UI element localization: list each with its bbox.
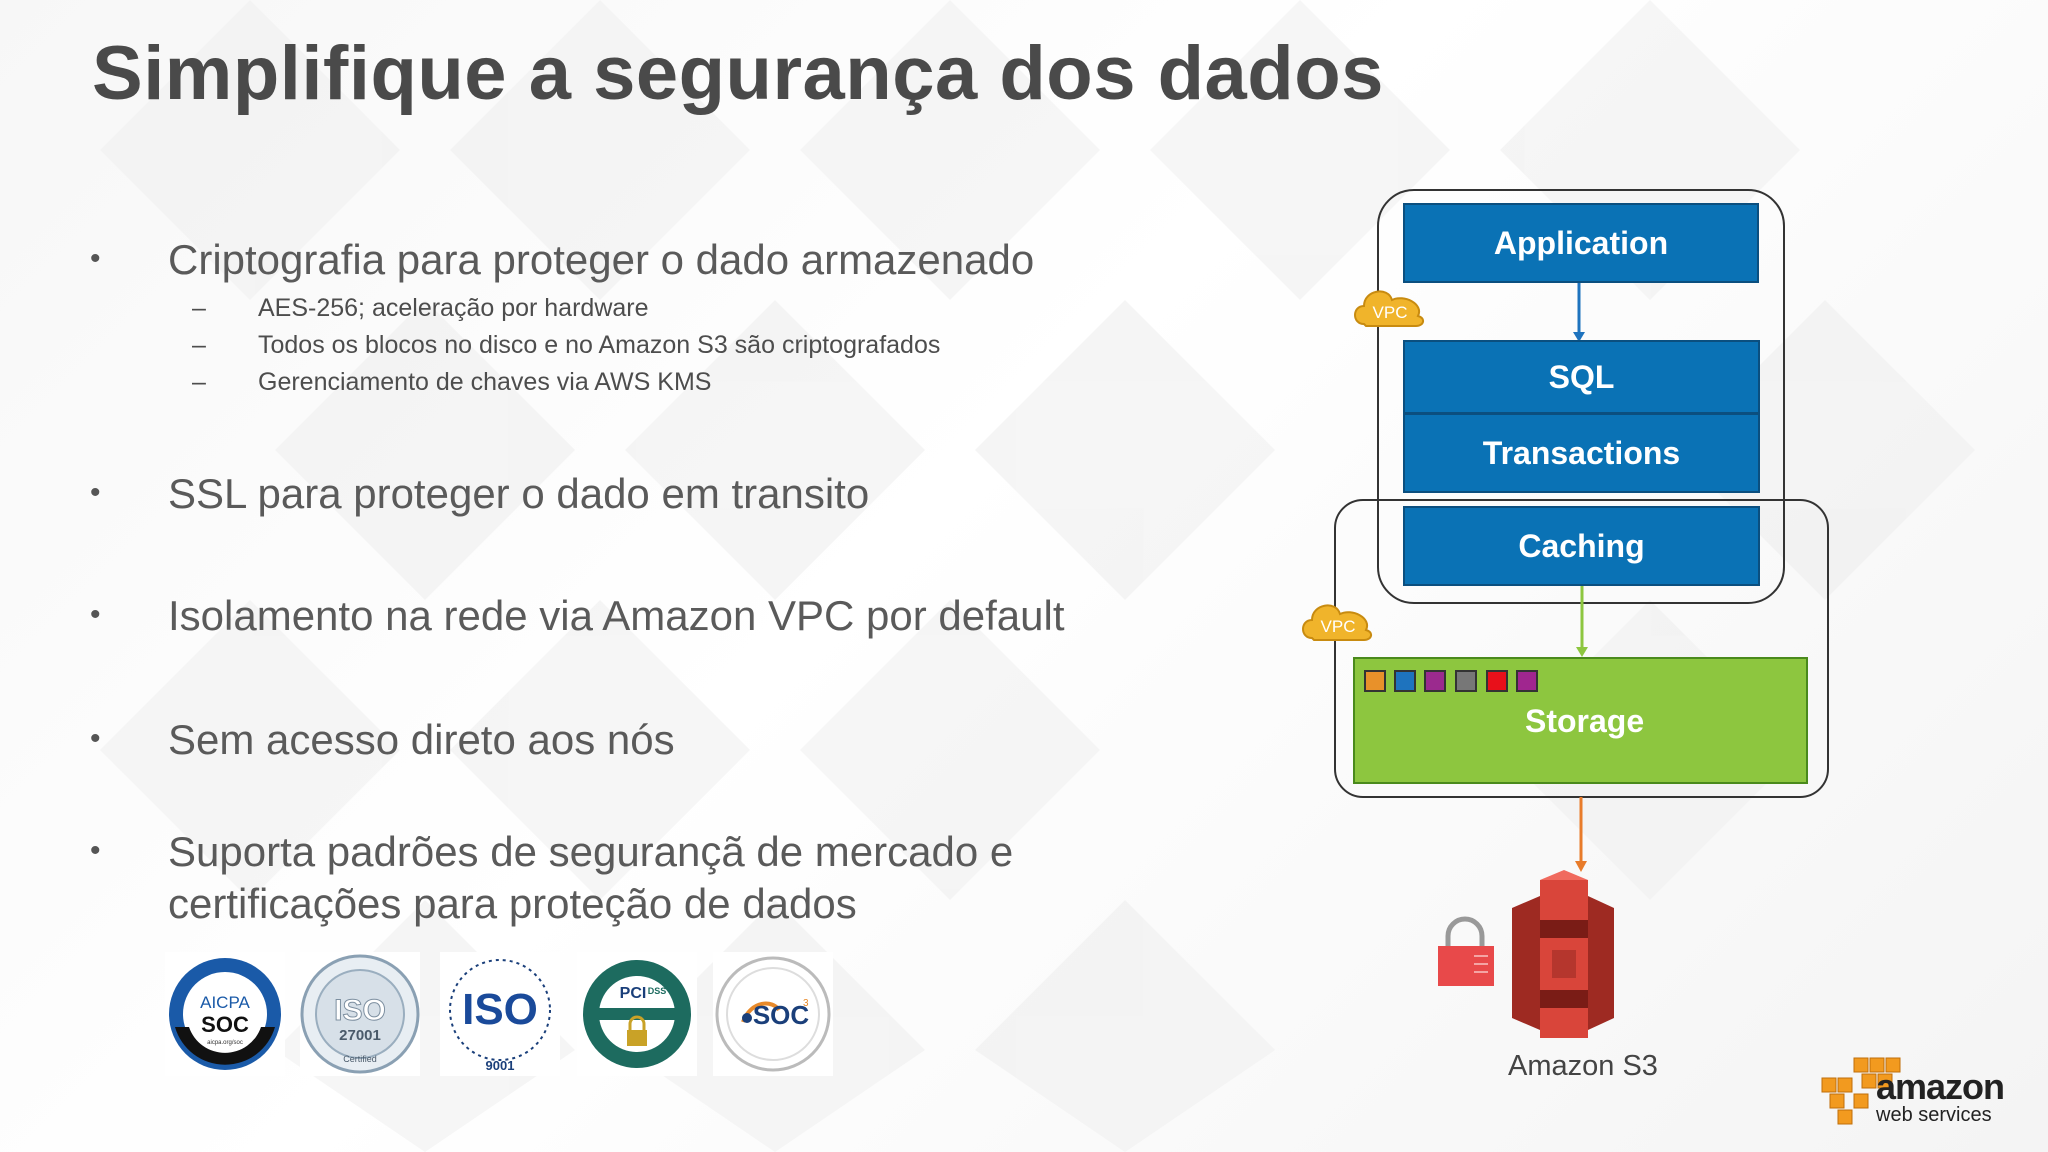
vpc-cloud-icon-bottom: VPC — [1302, 604, 1372, 641]
sub-bullet-marker: – — [192, 294, 206, 322]
iso-9001-text: 9001 — [486, 1058, 515, 1073]
bullet-vpc: Isolamento na rede via Amazon VPC por de… — [168, 592, 1065, 639]
soc-text: SOC — [753, 1000, 810, 1030]
application-label: Application — [1493, 224, 1669, 261]
bullet-ssl: SSL para proteger o dado em transito — [168, 470, 870, 517]
bullet-standards-line2: certificações para proteção de dados — [168, 880, 857, 927]
transactions-box: Transactions — [1403, 413, 1760, 493]
aicpa-url: aicpa.org/soc — [207, 1040, 243, 1046]
caching-label: Caching — [1518, 527, 1645, 564]
bullet-standards-line1: Suporta padrões de segurançã de mercado … — [168, 828, 1014, 875]
storage-block — [1364, 670, 1386, 692]
aws-logo-amazon: amazon — [1876, 1066, 2005, 1107]
dss-text: DSS — [648, 986, 667, 996]
sql-box: SQL — [1403, 340, 1760, 414]
vpc-cloud-icon-top: VPC — [1354, 290, 1424, 327]
bullet-encryption: Criptografia para proteger o dado armaze… — [168, 236, 1035, 283]
storage-block — [1516, 670, 1538, 692]
soc-text: SOC — [201, 1012, 249, 1037]
storage-block — [1394, 670, 1416, 692]
aws-cubes-icon — [1821, 1057, 1901, 1125]
pci-text: PCI — [620, 985, 647, 1002]
storage-block — [1424, 670, 1446, 692]
caching-box: Caching — [1403, 506, 1760, 586]
storage-block — [1486, 670, 1508, 692]
sub-bullet-marker: – — [192, 368, 206, 396]
storage-box: Storage — [1353, 657, 1808, 784]
soc3-badge: SOC 3 — [713, 952, 833, 1076]
bullet-list: • Criptografia para proteger o dado arma… — [90, 236, 1065, 927]
slide-title: Simplifique a segurança dos dados — [92, 31, 1384, 116]
iso-27001-badge: ISO 27001 Certified — [300, 952, 420, 1076]
sub-bullet-marker: – — [192, 331, 206, 359]
transactions-label: Transactions — [1482, 434, 1681, 471]
storage-label: Storage — [1525, 703, 1645, 739]
vpc-tag-bottom: VPC — [1321, 617, 1356, 636]
aws-logo: amazon web services — [1812, 1048, 2032, 1128]
iso-text: ISO — [462, 985, 538, 1034]
aicpa-soc-badge: AICPA SOC aicpa.org/soc — [165, 952, 285, 1076]
bullet-marker: • — [90, 598, 101, 631]
bullet-marker: • — [90, 476, 101, 509]
application-box: Application — [1403, 203, 1759, 283]
iso-27001-text: 27001 — [339, 1027, 381, 1044]
soc3-number: 3 — [803, 998, 809, 1009]
sub-bullet-aes: AES-256; aceleração por hardware — [258, 294, 649, 322]
vpc-tag-top: VPC — [1373, 303, 1408, 322]
iso-9001-badge: ISO 9001 — [440, 952, 560, 1076]
bullet-no-direct-access: Sem acesso direto aos nós — [168, 716, 675, 763]
aicpa-text: AICPA — [200, 993, 250, 1012]
pci-dss-badge: PCI DSS — [577, 952, 697, 1076]
lock-icon-s3 — [1438, 916, 1494, 986]
sql-label: SQL — [1548, 358, 1615, 395]
iso-text: ISO — [334, 994, 386, 1027]
amazon-s3-label: Amazon S3 — [1508, 1050, 1658, 1082]
sub-bullet-blocks: Todos os blocos no disco e no Amazon S3 … — [258, 331, 941, 359]
sub-bullet-kms: Gerenciamento de chaves via AWS KMS — [258, 368, 712, 396]
bullet-marker: • — [90, 834, 101, 867]
amazon-s3-icon — [1512, 870, 1614, 1038]
bullet-marker: • — [90, 722, 101, 755]
bullet-marker: • — [90, 242, 101, 275]
aws-logo-webservices: web services — [1876, 1104, 1992, 1126]
certified-text: Certified — [343, 1054, 377, 1064]
storage-block — [1455, 670, 1477, 692]
